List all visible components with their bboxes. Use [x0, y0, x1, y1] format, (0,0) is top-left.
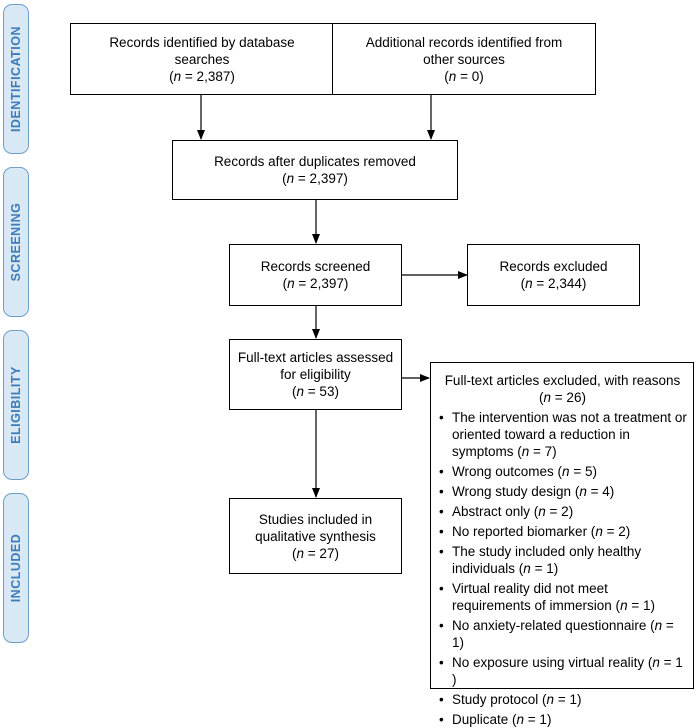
database-line1: Records identified by database [109, 34, 295, 50]
exclusion-reason: No exposure using virtual reality (n = 1… [438, 654, 687, 688]
box-fulltext-assessed: Full-text articles assessed for eligibil… [229, 339, 402, 410]
duplicates-line1: Records after duplicates removed [214, 154, 416, 169]
phase-identification: IDENTIFICATION [3, 4, 29, 154]
exclusion-reason: Wrong outcomes (n = 5) [438, 463, 687, 480]
box-records-excluded: Records excluded (n = 2,344) [467, 244, 640, 306]
fulltext-count: (n = 53) [292, 384, 339, 399]
additional-line1: Additional records identified from [365, 34, 563, 50]
exclusion-reason: Duplicate (n = 1) [438, 711, 687, 728]
fulltext-line2: for eligibility [280, 367, 351, 382]
fulltext-line1: Full-text articles assessed [237, 350, 394, 365]
included-line1: Studies included in [258, 511, 373, 527]
exclusion-reason: Wrong study design (n = 4) [438, 483, 687, 500]
screened-count: (n = 2,397) [282, 276, 349, 291]
exclusion-reason: Study protocol (n = 1) [438, 691, 687, 708]
box-after-duplicates: Records after duplicates removed (n = 2,… [172, 140, 458, 200]
exclusion-reason: Abstract only (n = 2) [438, 503, 687, 520]
box-additional-records: Additional records identified from other… [332, 23, 596, 95]
excluded-line1: Records excluded [499, 259, 608, 274]
duplicates-count: (n = 2,397) [282, 171, 348, 186]
included-count: (n = 27) [292, 545, 339, 561]
exclusions-count: (n = 26) [539, 390, 586, 405]
database-count: (n = 2,387) [169, 68, 235, 84]
phase-eligibility: ELIGIBILITY [3, 330, 29, 480]
box-studies-included: Studies included in qualitative synthesi… [229, 498, 402, 574]
flow-arrows [197, 95, 468, 498]
exclusion-reason: The intervention was not a treatment or … [438, 409, 687, 460]
exclusions-title: Full-text articles excluded, with reason… [444, 373, 681, 388]
exclusion-reason: No reported biomarker (n = 2) [438, 523, 687, 540]
phase-screening: SCREENING [3, 167, 29, 317]
additional-line2: other sources [423, 51, 505, 67]
box-records-screened: Records screened (n = 2,397) [229, 244, 402, 306]
exclusion-reason: No anxiety-related questionnaire (n = 1) [438, 617, 687, 651]
prisma-flow-diagram: IDENTIFICATION SCREENING ELIGIBILITY INC… [0, 0, 699, 692]
exclusion-reasons-list: The intervention was not a treatment or … [438, 409, 687, 728]
excluded-count: (n = 2,344) [520, 276, 587, 291]
screened-line1: Records screened [260, 259, 371, 274]
phase-included: INCLUDED [3, 493, 29, 643]
database-line2: searches [174, 51, 230, 67]
box-database-records: Records identified by database searches … [70, 23, 334, 95]
additional-count: (n = 0) [444, 68, 484, 84]
exclusion-reason: The study included only healthy individu… [438, 543, 687, 577]
included-line2: qualitative synthesis [255, 528, 376, 544]
box-fulltext-excluded: Full-text articles excluded, with reason… [430, 362, 694, 728]
exclusion-reason: Virtual reality did not meet requirement… [438, 580, 687, 614]
